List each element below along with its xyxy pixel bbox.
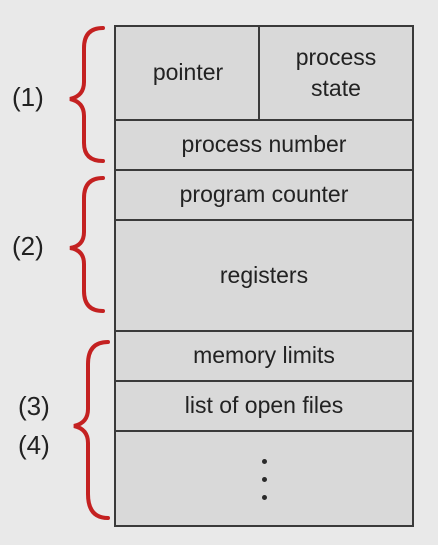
group-label-2: (2) bbox=[12, 231, 44, 261]
ellipsis-icon bbox=[261, 458, 267, 513]
group-label-1: (1) bbox=[12, 82, 44, 112]
memory-limits-cell: memory limits bbox=[116, 332, 412, 382]
process-number-cell: process number bbox=[116, 121, 412, 171]
registers-label: registers bbox=[219, 261, 309, 288]
pointer-cell: pointer bbox=[116, 27, 260, 121]
memory-limits-label: memory limits bbox=[193, 342, 335, 369]
brace-3-4 bbox=[73, 340, 110, 520]
open-files-label: list of open files bbox=[184, 392, 344, 419]
group-label-4: (4) bbox=[18, 430, 50, 460]
cell-divider bbox=[258, 27, 260, 121]
process-state-cell: process state bbox=[260, 27, 412, 121]
program-counter-cell: program counter bbox=[116, 171, 412, 221]
more-fields-cell bbox=[116, 432, 412, 525]
open-files-cell: list of open files bbox=[116, 382, 412, 432]
pointer-label: pointer bbox=[152, 59, 224, 86]
registers-cell: registers bbox=[116, 221, 412, 332]
program-counter-label: program counter bbox=[179, 181, 349, 208]
brace-2 bbox=[69, 176, 105, 313]
process-number-label: process number bbox=[181, 131, 347, 158]
process-state-label: process state bbox=[295, 43, 377, 101]
brace-1 bbox=[69, 26, 105, 163]
group-label-3: (3) bbox=[18, 391, 50, 421]
process-control-block: pointer process state process number pro… bbox=[114, 25, 414, 527]
